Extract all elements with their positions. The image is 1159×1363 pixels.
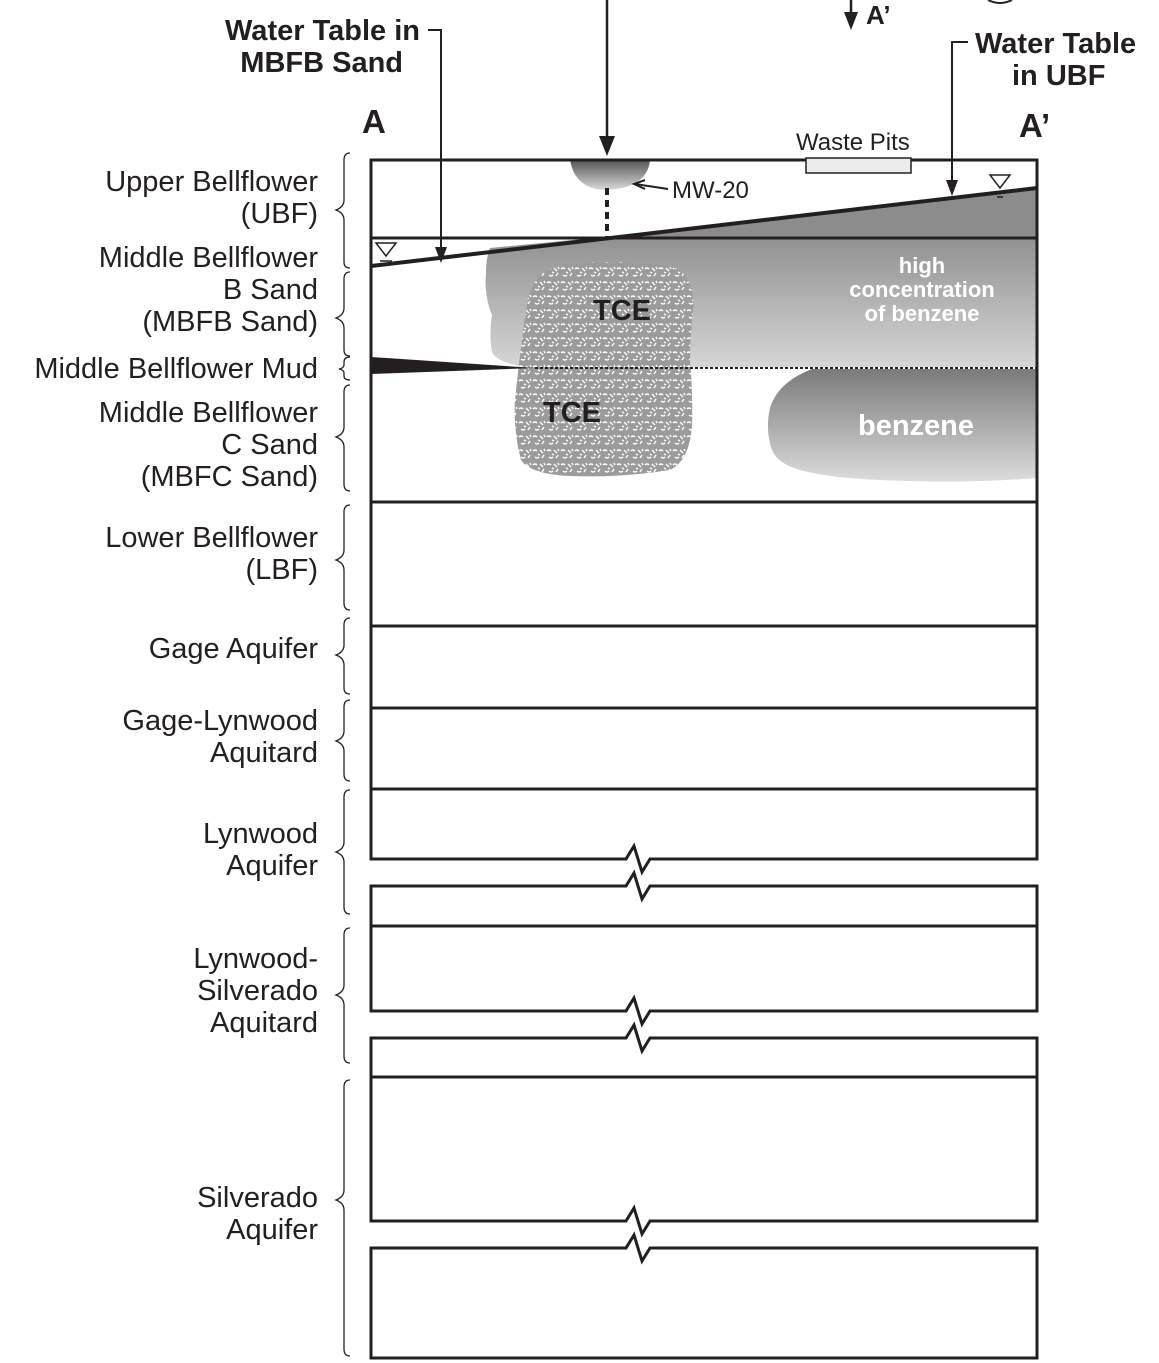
lynwood-box-lower	[371, 873, 1037, 926]
layer-label-lbf-line1: Lower Bellflower	[105, 522, 318, 554]
arrow-head-icon	[435, 247, 447, 263]
layer-labels: Upper Bellflower (UBF) Middle Bellflower…	[34, 166, 318, 1246]
down-arrow-icon	[844, 12, 858, 30]
section-label-a: A	[362, 103, 386, 140]
layer-label-lynwood-silverado-line1: Lynwood-	[193, 943, 318, 975]
layer-label-lynwood-silverado-line3: Aquitard	[210, 1007, 318, 1039]
silverado-box-lower	[371, 1235, 1037, 1358]
layer-label-mud: Middle Bellflower Mud	[34, 353, 318, 385]
layer-label-gage-lynwood-line2: Aquitard	[210, 737, 318, 769]
arrow-head-icon	[599, 136, 615, 156]
layer-label-mbfc-line1: Middle Bellflower	[99, 397, 319, 429]
layer-label-lynwood-line1: Lynwood	[203, 818, 318, 850]
layer-label-lbf-line2: (LBF)	[246, 554, 319, 586]
north-arrow: A’	[844, 0, 1012, 30]
benzene-high-label-line2: concentration	[849, 277, 994, 302]
benzene-high-label-line3: of benzene	[865, 301, 980, 326]
layer-braces	[336, 153, 350, 1356]
lbf-box	[371, 502, 1037, 626]
layer-label-gage-lynwood-line1: Gage-Lynwood	[122, 705, 318, 737]
arrow-head-icon	[946, 180, 958, 196]
waste-pits-symbol	[806, 158, 911, 173]
gage-aquifer-box	[371, 626, 1037, 708]
layer-label-ubf-line1: Upper Bellflower	[105, 166, 318, 198]
layer-label-mbfc-line2: C Sand	[221, 429, 318, 461]
layer-label-lynwood-line2: Aquifer	[226, 850, 318, 882]
arc-fragment	[988, 0, 1012, 3]
callout-wt-mbfb-line2: MBFB Sand	[240, 47, 403, 79]
layer-label-mbfb-line1: Middle Bellflower	[99, 242, 319, 274]
gage-lynwood-box	[371, 708, 1037, 789]
layer-label-mbfc-line3: (MBFC Sand)	[141, 461, 318, 493]
lynwood-silverado-box-lower	[371, 1025, 1037, 1077]
tce-label-upper: TCE	[593, 295, 651, 327]
layer-label-ubf-line2: (UBF)	[241, 198, 318, 230]
silverado-box-upper	[371, 1077, 1037, 1234]
layer-label-silverado-line1: Silverado	[197, 1182, 318, 1214]
lynwood-silverado-box-upper	[371, 926, 1037, 1024]
layer-label-mbfb-line2: B Sand	[223, 274, 318, 306]
waste-pits-label: Waste Pits	[796, 129, 910, 156]
layer-label-silverado-line2: Aquifer	[226, 1214, 318, 1246]
layer-label-mbfb-line3: (MBFB Sand)	[142, 306, 318, 338]
callout-wt-mbfb-line1: Water Table in	[225, 15, 420, 47]
callout-wt-ubf-line1: Water Table	[975, 28, 1136, 60]
layer-label-lynwood-silverado-line2: Silverado	[197, 975, 318, 1007]
benzene-label: benzene	[858, 410, 974, 442]
callout-wt-ubf-line2: in UBF	[1012, 60, 1105, 92]
tce-label-lower: TCE	[543, 397, 601, 429]
lynwood-box-upper	[371, 789, 1037, 872]
layer-label-gage: Gage Aquifer	[149, 633, 319, 665]
section-label-a-prime: A’	[1019, 107, 1050, 144]
mw20-arrow	[599, 0, 615, 156]
leader-line	[428, 30, 441, 255]
north-a-prime-label: A’	[866, 0, 891, 30]
well-label-mw20: MW-20	[672, 177, 749, 204]
benzene-high-label-line1: high	[899, 253, 945, 278]
